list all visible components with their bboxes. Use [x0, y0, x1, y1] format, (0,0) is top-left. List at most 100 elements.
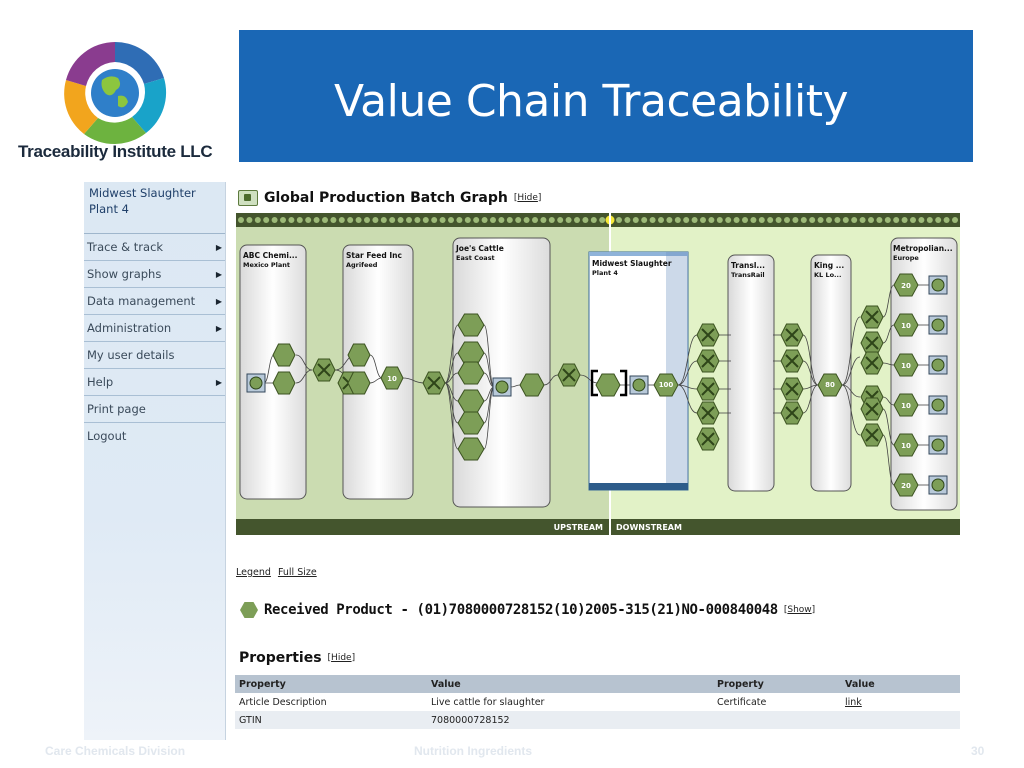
- timeline-dot: [666, 217, 673, 223]
- sidebar-item-trace-track[interactable]: Trace & track▶: [84, 234, 225, 261]
- timeline-dot: [809, 217, 816, 223]
- timeline-dot: [271, 217, 278, 223]
- transport-hexagon: [785, 382, 799, 396]
- sidebar-item-administration[interactable]: Administration▶: [84, 315, 225, 342]
- sidebar-item-help[interactable]: Help▶: [84, 369, 225, 396]
- timeline-dot: [658, 217, 664, 223]
- badge-king: 80: [825, 381, 835, 389]
- graph-edge: [444, 352, 459, 384]
- graph-edge: [295, 369, 313, 384]
- sidebar-item-label: Show graphs: [87, 267, 162, 281]
- table-cell: Live cattle for slaughter: [427, 693, 713, 711]
- graph-hide-control: [Hide]: [513, 193, 542, 203]
- node-name-king: King ...: [814, 261, 844, 270]
- received-show-control: [Show]: [783, 605, 816, 615]
- timeline-dot: [347, 217, 354, 223]
- lot-dot: [931, 278, 945, 292]
- sidebar-item-logout[interactable]: Logout: [84, 423, 225, 449]
- node-sub-abc: Mexico Plant: [243, 261, 290, 269]
- page-number: 30: [971, 744, 985, 758]
- transport-hexagon: [865, 310, 879, 324]
- submenu-arrow-icon: ▶: [215, 296, 222, 306]
- timeline-dot: [523, 217, 530, 223]
- lot-dot: [931, 438, 945, 452]
- timeline-dot: [926, 217, 933, 223]
- timeline-dot: [910, 217, 916, 223]
- production-batch-graph[interactable]: UPSTREAM DOWNSTREAM ABC Chemi... Mexico …: [236, 213, 960, 535]
- transport-hexagon: [785, 328, 799, 342]
- timeline-dot: [330, 217, 337, 223]
- graph-hide-link[interactable]: Hide: [517, 193, 538, 203]
- graph-edge: [677, 360, 698, 386]
- received-show-link[interactable]: Show: [787, 605, 812, 615]
- timeline-dot: [590, 217, 597, 223]
- footer-center: Nutrition Ingredients: [414, 744, 532, 758]
- batch-hexagon: [457, 437, 485, 461]
- sidebar-item-my-user-details[interactable]: My user details: [84, 342, 225, 369]
- timeline-dot: [725, 217, 732, 223]
- timeline-dot: [506, 217, 513, 223]
- timeline-dot: [893, 217, 900, 223]
- timeline-dot: [515, 217, 522, 223]
- timeline-dot: [464, 217, 471, 223]
- timeline-dot: [355, 217, 362, 223]
- batch-hexagon: [653, 373, 679, 397]
- graph-shapes: [246, 273, 948, 497]
- nav-site-title: Midwest Slaughter Plant 4: [84, 182, 225, 234]
- node-name-metro: Metropolian...: [893, 244, 953, 253]
- badge-metro-5: 10: [901, 442, 911, 450]
- table-cell: GTIN: [235, 711, 427, 729]
- batch-hexagon: [893, 313, 919, 337]
- properties-hide-control: [Hide]: [327, 653, 356, 663]
- badge-midwest: 100: [659, 381, 674, 389]
- received-product-header: Received Product - (01)7080000728152(10)…: [240, 602, 815, 618]
- timeline-dot: [800, 217, 807, 223]
- legend-link[interactable]: Legend: [236, 567, 271, 578]
- sidebar-item-print-page[interactable]: Print page: [84, 396, 225, 423]
- graph-edge: [882, 408, 895, 446]
- column-header: Property: [713, 675, 841, 693]
- full-size-link[interactable]: Full Size: [277, 567, 317, 578]
- graph-edge: [677, 334, 698, 386]
- table-header-row: Property Value Property Value: [235, 675, 960, 693]
- table-cell: 7080000728152: [427, 711, 713, 729]
- batch-hexagon: [519, 373, 545, 397]
- footer-division: Care Chemicals Division: [45, 744, 186, 758]
- timeline-dot: [263, 217, 270, 223]
- timeline-dot: [406, 217, 412, 223]
- timeline-dot: [532, 217, 538, 223]
- certificate-link[interactable]: link: [841, 693, 960, 711]
- graph-edge: [444, 324, 459, 384]
- node-sub-midwest: Plant 4: [592, 269, 618, 277]
- node-sub-transl: TransRail: [731, 271, 765, 279]
- selection-bracket-icon: [590, 369, 628, 397]
- timeline-dot: [758, 217, 765, 223]
- timeline-dot: [624, 217, 631, 223]
- transport-hexagon: [701, 354, 715, 368]
- batch-hexagon: [893, 273, 919, 297]
- sidebar-item-show-graphs[interactable]: Show graphs▶: [84, 261, 225, 288]
- transport-hexagon: [865, 356, 879, 370]
- timeline-dot: [842, 217, 849, 223]
- graph-edge: [802, 384, 819, 414]
- graph-panel-icon: [238, 190, 258, 206]
- lot-dot: [632, 378, 646, 392]
- nav-site-name: Midwest Slaughter: [89, 186, 196, 200]
- sidebar-item-label: Administration: [87, 321, 172, 335]
- batch-hexagon: [817, 373, 843, 397]
- timeline-dot: [641, 217, 648, 223]
- transport-hexagon: [785, 406, 799, 420]
- sidebar-item-label: Print page: [87, 402, 146, 416]
- node-sub-king: KL Lo...: [814, 271, 841, 279]
- transport-hexagon: [865, 336, 879, 350]
- upstream-label: UPSTREAM: [554, 523, 603, 532]
- timeline-dot: [649, 217, 656, 223]
- table-cell: Article Description: [235, 693, 427, 711]
- sidebar-item-data-management[interactable]: Data management▶: [84, 288, 225, 315]
- sidebar-nav: Midwest Slaughter Plant 4 Trace & track▶…: [84, 182, 226, 740]
- timeline-dot: [918, 217, 925, 223]
- lot-dot: [931, 398, 945, 412]
- graph-edge: [677, 384, 698, 414]
- timeline-dot: [868, 217, 874, 223]
- properties-hide-link[interactable]: Hide: [331, 653, 352, 663]
